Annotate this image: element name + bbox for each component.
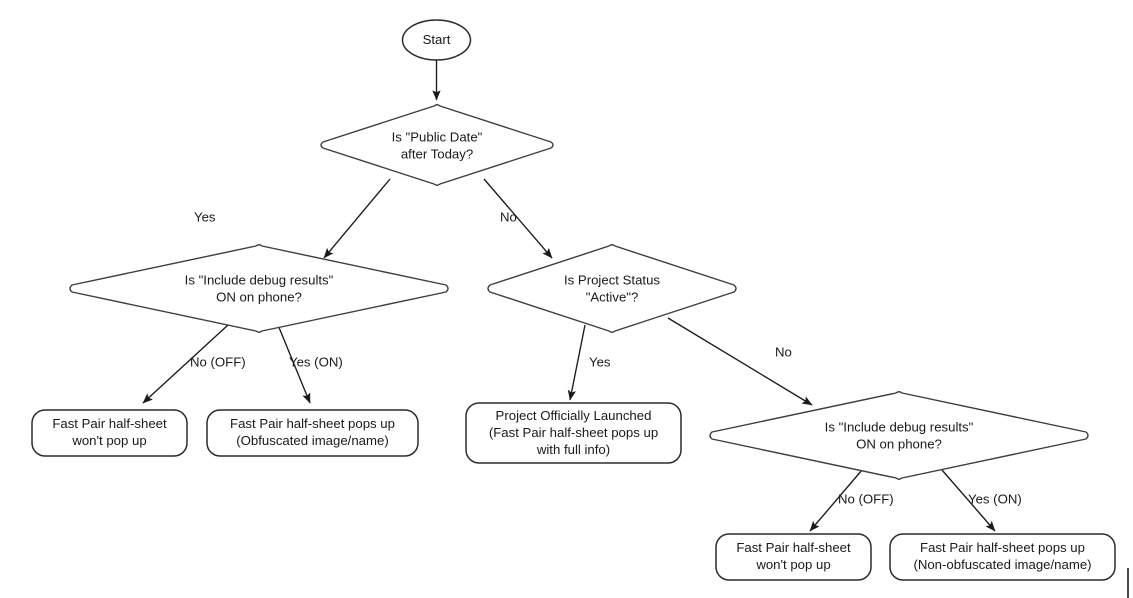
terminal-label-line2: (Fast Pair half-sheet pops up	[489, 425, 658, 440]
decision-label-line1: Is Project Status	[564, 272, 660, 287]
decision-label-line1: Is "Include debug results"	[185, 272, 334, 287]
edge-line	[809, 469, 863, 532]
terminal-label-line1: Fast Pair half-sheet	[52, 416, 167, 431]
edge-debug-left-yes-on: Yes (ON)	[277, 324, 343, 404]
edge-label-yes: Yes	[194, 209, 216, 224]
terminal-label-line2: won't pop up	[71, 433, 146, 448]
decision-label-line2: "Active"?	[586, 289, 639, 304]
decision-label-line1: Is "Include debug results"	[825, 419, 974, 434]
node-decision-debug-right[interactable]: Is "Include debug results" ON on phone?	[709, 391, 1089, 480]
edge-debug-right-no-off: No (OFF)	[809, 469, 894, 532]
terminal-box	[31, 409, 188, 457]
start-label: Start	[423, 32, 451, 47]
edge-line	[277, 324, 311, 404]
edge-line	[142, 324, 229, 404]
edge-line	[941, 469, 996, 532]
terminal-label-line2: (Non-obfuscated image/name)	[913, 557, 1091, 572]
edge-line	[567, 324, 586, 401]
edge-label-no-off: No (OFF)	[190, 354, 246, 369]
node-terminal-obfuscated-popup[interactable]: Fast Pair half-sheet pops up (Obfuscated…	[206, 409, 419, 457]
node-decision-public-date[interactable]: Is "Public Date" after Today?	[320, 104, 554, 186]
node-terminal-nonobfuscated-popup[interactable]: Fast Pair half-sheet pops up (Non-obfusc…	[889, 533, 1116, 581]
terminal-label-line2: won't pop up	[755, 557, 830, 572]
edge-line	[667, 317, 813, 406]
terminal-label-line2: (Obfuscated image/name)	[236, 433, 388, 448]
edge-label-no-off: No (OFF)	[838, 491, 894, 506]
terminal-label-line3: with full info)	[536, 442, 610, 457]
terminal-box	[889, 533, 1116, 581]
edge-label-yes-on: Yes (ON)	[289, 354, 343, 369]
edge-public-date-yes: Yes	[194, 178, 391, 259]
decision-label-line2: after Today?	[401, 146, 473, 161]
edge-label-no: No	[775, 344, 792, 359]
edge-public-date-no: No	[483, 178, 553, 259]
decision-diamond	[69, 244, 449, 333]
edge-line	[483, 178, 553, 259]
node-decision-debug-left[interactable]: Is "Include debug results" ON on phone?	[69, 244, 449, 333]
terminal-box	[465, 402, 682, 464]
node-decision-project-status[interactable]: Is Project Status "Active"?	[487, 244, 737, 333]
decision-diamond	[487, 244, 737, 333]
node-terminal-no-popup-right[interactable]: Fast Pair half-sheet won't pop up	[715, 533, 872, 581]
edge-project-status-yes: Yes	[567, 324, 611, 401]
edge-debug-right-yes-on: Yes (ON)	[941, 469, 1022, 532]
terminal-label-line1: Fast Pair half-sheet pops up	[920, 540, 1085, 555]
edge-project-status-no: No	[667, 317, 813, 406]
edge-line	[323, 178, 391, 259]
node-terminal-no-popup-left[interactable]: Fast Pair half-sheet won't pop up	[31, 409, 188, 457]
terminal-box	[206, 409, 419, 457]
edge-label-yes-on: Yes (ON)	[968, 491, 1022, 506]
node-terminal-officially-launched[interactable]: Project Officially Launched (Fast Pair h…	[465, 402, 682, 464]
decision-label-line1: Is "Public Date"	[392, 129, 483, 144]
terminal-label-line1: Fast Pair half-sheet pops up	[230, 416, 395, 431]
terminal-box	[715, 533, 872, 581]
decision-label-line2: ON on phone?	[216, 289, 302, 304]
decision-diamond	[709, 391, 1089, 480]
decision-diamond	[320, 104, 554, 186]
start-ellipse	[401, 19, 472, 61]
edge-label-yes: Yes	[589, 354, 611, 369]
terminal-label-line1: Project Officially Launched	[496, 408, 652, 423]
terminal-label-line1: Fast Pair half-sheet	[736, 540, 851, 555]
node-start[interactable]: Start	[401, 19, 472, 61]
edge-label-no: No	[500, 209, 517, 224]
decision-label-line2: ON on phone?	[856, 436, 942, 451]
edge-debug-left-no-off: No (OFF)	[142, 324, 246, 404]
